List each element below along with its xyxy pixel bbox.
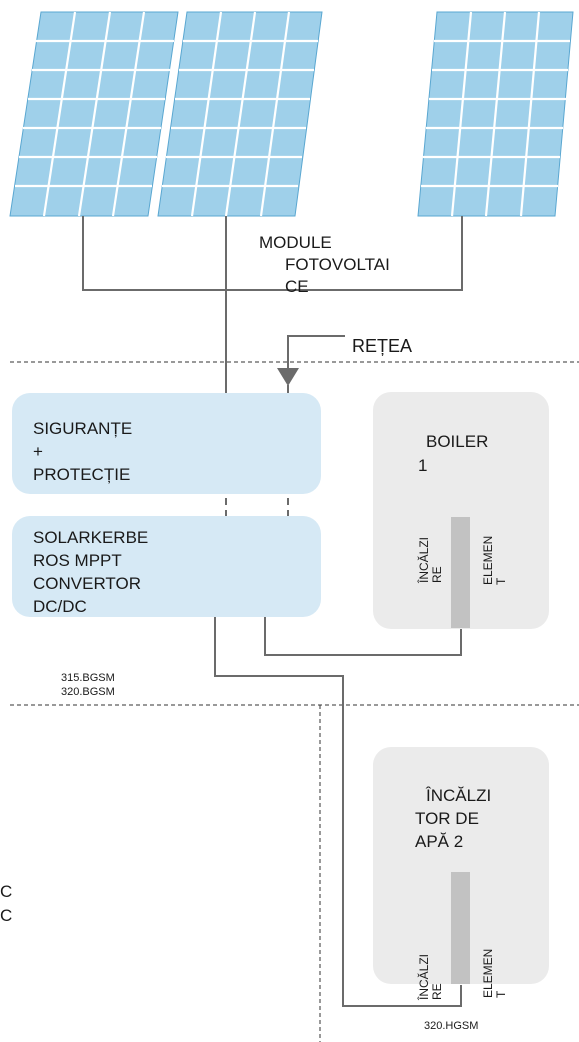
pv-wiring <box>82 216 463 402</box>
converter-line-2: ROS MPPT <box>33 551 122 570</box>
solar-panel-3 <box>417 11 574 217</box>
converter-line-4: DC/DC <box>33 597 87 616</box>
boiler-2-title-line-3: APĂ 2 <box>415 832 464 851</box>
protection-line-2: + <box>33 442 43 461</box>
solar-panel-2 <box>157 11 323 217</box>
code-b: 320.BGSM <box>61 686 115 698</box>
protection-line-1: SIGURANȚE <box>33 419 133 438</box>
code-a: 315.BGSM <box>61 672 115 684</box>
boiler-2-title-line-1: ÎNCĂLZI <box>426 786 492 805</box>
converter-line-1: SOLARKERBE <box>33 528 149 547</box>
boiler-1-heating-element <box>451 517 470 628</box>
pv-label-line-2: FOTOVOLTAI <box>285 255 390 274</box>
boiler-2-title-line-2: TOR DE <box>415 809 479 828</box>
protection-box <box>12 393 321 494</box>
boiler-1-title-line-2: 1 <box>418 456 428 475</box>
boiler-1-element-left-line-2: RE <box>429 566 444 583</box>
separators <box>10 361 579 1042</box>
code-c: 320.HGSM <box>424 1020 479 1032</box>
converter-box <box>12 516 321 617</box>
edge-fragment-2: C <box>0 906 13 925</box>
boiler-2-element-left-line-2: RE <box>429 983 444 1000</box>
boiler-2-heating-element <box>451 872 470 984</box>
grid-arrow-icon <box>277 368 299 386</box>
grid-label: REȚEA <box>352 336 413 356</box>
protection-line-3: PROTECȚIE <box>33 465 131 484</box>
pv-label-line-1: MODULE <box>259 233 332 252</box>
edge-fragment-1: C <box>0 882 13 901</box>
pv-label-line-3: CE <box>285 277 309 296</box>
converter-line-3: CONVERTOR <box>33 574 142 593</box>
solar-panel-1 <box>9 11 179 217</box>
boiler-2-element-right-line-2: T <box>493 990 508 998</box>
boiler-1-element-right-line-2: T <box>493 577 508 585</box>
boiler-1-title-line-1: BOILER <box>426 432 489 451</box>
